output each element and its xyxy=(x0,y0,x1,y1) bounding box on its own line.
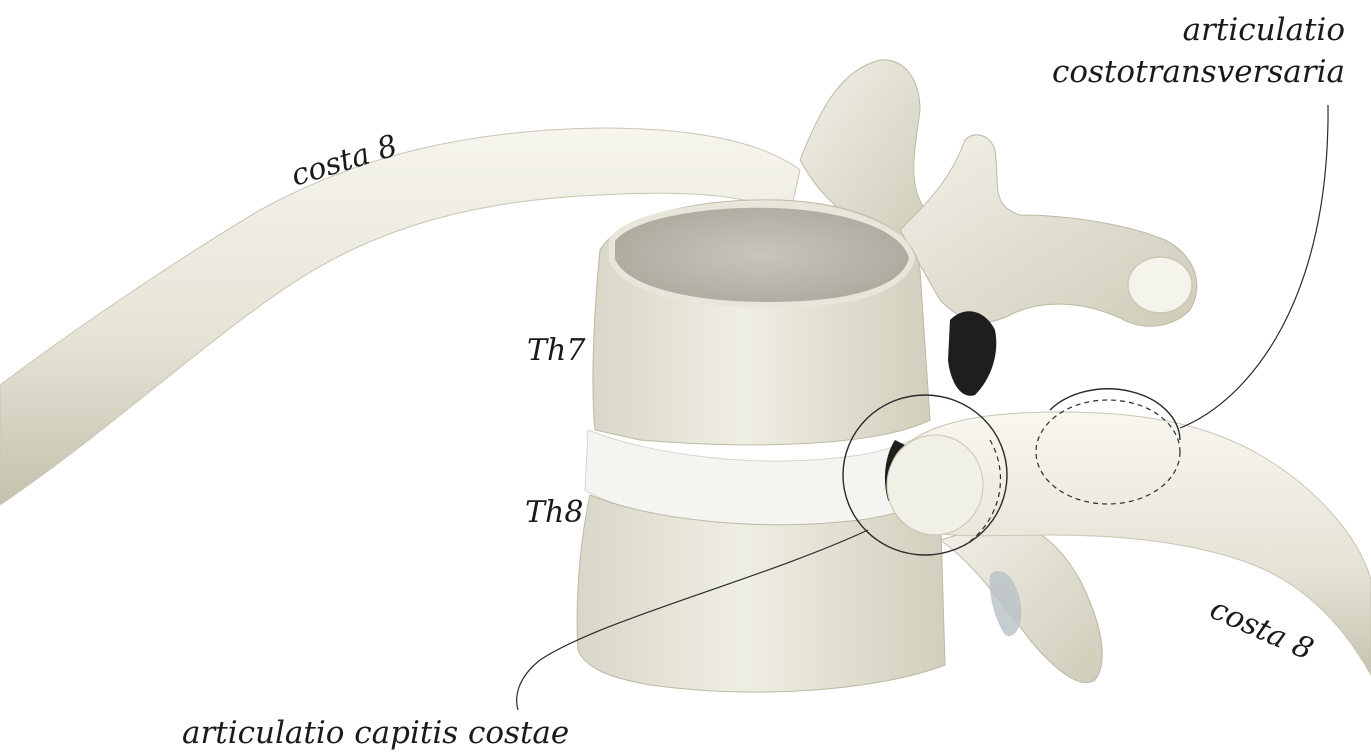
label-costa-8-right: costa 8 xyxy=(1205,591,1319,667)
label-th7: Th7 xyxy=(527,333,586,368)
leader-line-costotransversaria xyxy=(1180,105,1328,428)
label-articulatio-capitis-costae: articulatio capitis costae xyxy=(182,715,569,751)
rib-head xyxy=(887,435,983,535)
vertebra-th8 xyxy=(577,495,945,692)
endplate-top xyxy=(612,205,912,305)
label-articulatio-line1: articulatio xyxy=(1183,12,1345,48)
label-th8: Th8 xyxy=(525,495,583,530)
intervertebral-foramen xyxy=(948,311,996,395)
lower-arch xyxy=(940,520,1102,683)
transverse-process-tip xyxy=(1128,257,1192,313)
label-costotransversaria-line2: costotransversaria xyxy=(1052,54,1345,90)
